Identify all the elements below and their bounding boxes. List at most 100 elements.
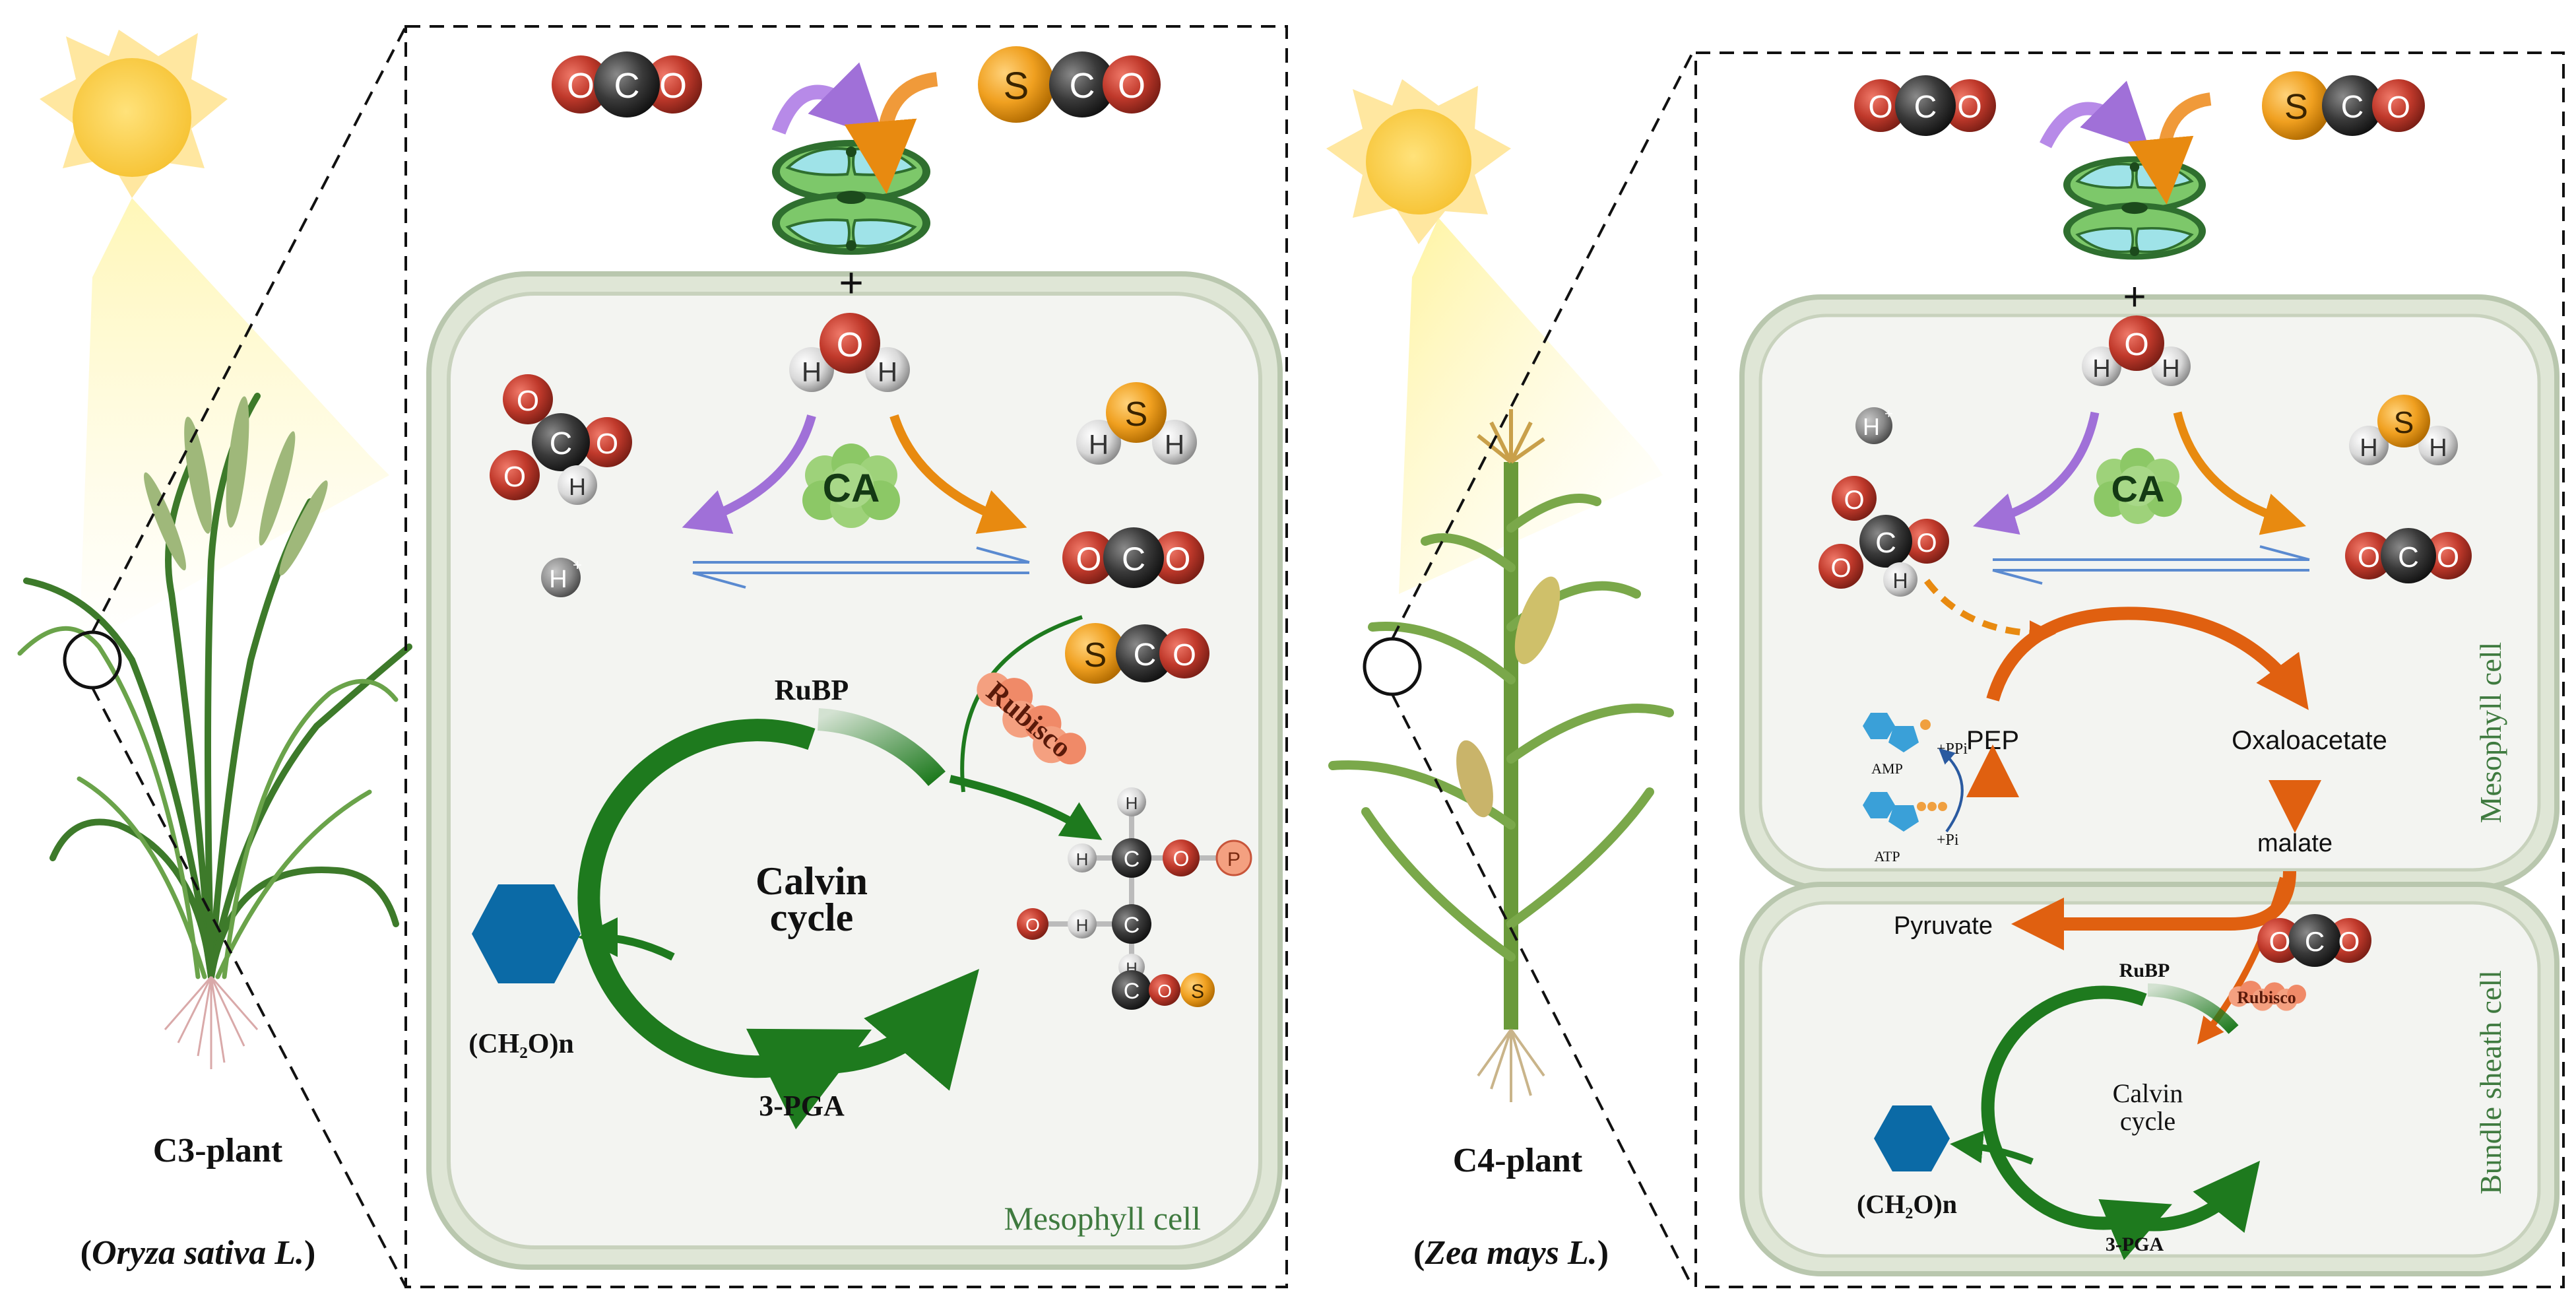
svg-text:H: H	[1089, 429, 1109, 460]
oxaloacetate-label: Oxaloacetate	[2232, 726, 2387, 755]
h-plus-ion-right: H +	[1855, 405, 1893, 444]
svg-text:O: O	[1868, 90, 1892, 125]
pep-carboxylation-arrow	[1986, 607, 2309, 710]
to-bicarbonate-arrow	[682, 414, 816, 534]
svg-text:C: C	[550, 426, 573, 461]
h2s-molecule-right: H S H	[2349, 395, 2458, 465]
ppi-label: +PPi	[1937, 740, 1968, 758]
amp-icon	[1863, 713, 1931, 752]
svg-text:C: C	[1124, 979, 1140, 1004]
plant-label-right: C4-plant	[1453, 1142, 1583, 1179]
svg-text:S: S	[1125, 395, 1148, 434]
cos-entry-arrow	[844, 72, 938, 194]
svg-text:C: C	[2305, 926, 2325, 957]
product-molecule: H H C O P O H C H C O S	[1017, 787, 1252, 1010]
cell-label: Mesophyll cell	[1004, 1200, 1201, 1237]
svg-text:S: S	[1084, 636, 1107, 674]
equilibrium-arrows	[692, 546, 1030, 589]
calvin-label-right-1: Calvin	[2113, 1078, 2183, 1108]
equilibrium-arrows-right	[1992, 545, 2310, 585]
svg-text:O: O	[1118, 66, 1145, 106]
svg-text:H: H	[1892, 569, 1908, 593]
bundle-sheath-label: Bundle sheath cell	[2474, 970, 2507, 1195]
stomata-icon	[771, 139, 932, 256]
co2-entry-arrow	[771, 62, 886, 140]
calvin-label-right-2: cycle	[2120, 1106, 2175, 1136]
svg-text:H: H	[1863, 413, 1880, 440]
svg-text:O: O	[1173, 638, 1196, 672]
ca-label-right: CA	[2111, 468, 2165, 510]
svg-text:O: O	[1830, 554, 1851, 583]
svg-text:O: O	[503, 461, 526, 493]
svg-text:O: O	[1173, 847, 1190, 871]
co2-molecule-inner: O C O	[1062, 527, 1204, 588]
svg-text:O: O	[2269, 926, 2291, 957]
sugar-arrow-right	[1950, 1130, 2034, 1165]
svg-text:C: C	[1122, 541, 1145, 577]
svg-text:H: H	[1076, 915, 1089, 935]
svg-text:C: C	[1124, 847, 1140, 872]
calvin-cycle	[577, 708, 979, 1130]
zoom-box-right	[1694, 51, 2565, 1288]
c4-panel: C4-plant (Zea mays L.) Mesophyll cell Bu…	[1326, 51, 2565, 1288]
rice-plant-icon	[17, 393, 412, 1069]
plant-label: C3-plant	[153, 1132, 283, 1169]
co2-molecule: O C O	[552, 51, 702, 117]
svg-text:C: C	[1875, 527, 1896, 559]
svg-text:S: S	[2394, 405, 2414, 440]
svg-text:C: C	[1124, 913, 1140, 938]
svg-text:O: O	[567, 66, 595, 106]
svg-text:S: S	[1004, 65, 1029, 108]
svg-text:S: S	[1191, 981, 1204, 1003]
amp-label: AMP	[1871, 760, 1903, 777]
zoom-line-bottom-right	[1391, 694, 1694, 1288]
svg-text:O: O	[2124, 327, 2148, 362]
water-molecule-right: H O H	[2082, 315, 2191, 386]
svg-text:H: H	[1126, 793, 1138, 813]
sugar-arrow	[578, 917, 675, 961]
svg-text:O: O	[1844, 486, 1864, 515]
svg-text:O: O	[837, 326, 863, 364]
svg-text:O: O	[2437, 541, 2459, 574]
zoom-line-top-right	[1391, 52, 1694, 640]
h2s-molecule: H S H	[1076, 382, 1197, 465]
svg-text:H: H	[2360, 434, 2377, 462]
svg-text:O: O	[596, 428, 618, 460]
svg-text:C: C	[614, 66, 640, 106]
atp-icon	[1863, 792, 1947, 832]
pyruvate-label: Pyruvate	[1894, 912, 1993, 940]
svg-text:H: H	[2429, 434, 2447, 462]
plus-sign: +	[839, 259, 863, 306]
to-h2s-arrow	[889, 414, 1027, 534]
svg-text:S: S	[2284, 87, 2308, 127]
svg-text:+: +	[1884, 405, 1893, 422]
svg-text:C: C	[1914, 90, 1937, 125]
atp-conversion-arrow	[1938, 748, 1964, 833]
water-molecule: H O H	[789, 313, 910, 392]
svg-text:H: H	[878, 356, 897, 387]
species-label: (Oryza sativa L.)	[80, 1234, 316, 1272]
svg-text:O: O	[1076, 541, 1102, 577]
calvin-cycle-right	[1981, 983, 2261, 1261]
svg-text:H: H	[549, 566, 567, 593]
sugar-hexagon-icon	[472, 884, 581, 983]
svg-text:H: H	[1076, 849, 1089, 869]
stomata-icon-right	[2062, 155, 2207, 261]
zoom-box	[404, 25, 1288, 1288]
svg-text:C: C	[1134, 638, 1157, 673]
svg-text:O: O	[2338, 926, 2360, 957]
svg-text:O: O	[1025, 915, 1040, 935]
svg-text:P: P	[1227, 849, 1240, 871]
svg-text:+: +	[2123, 275, 2146, 319]
svg-text:C: C	[2341, 90, 2364, 125]
svg-text:O: O	[1957, 90, 1981, 125]
sugar-hexagon-icon-right	[1874, 1105, 1950, 1171]
cos-molecule: S C O	[978, 46, 1161, 123]
bicarbonate-molecule-right: O C O O H	[1819, 476, 1949, 597]
bicarbonate-molecule: O C O O H	[490, 374, 632, 505]
svg-text:C: C	[2398, 541, 2419, 574]
svg-text:O: O	[2387, 90, 2410, 124]
pga-label: 3-PGA	[759, 1090, 845, 1122]
co2-molecule-bundle: O C O	[2257, 914, 2371, 967]
